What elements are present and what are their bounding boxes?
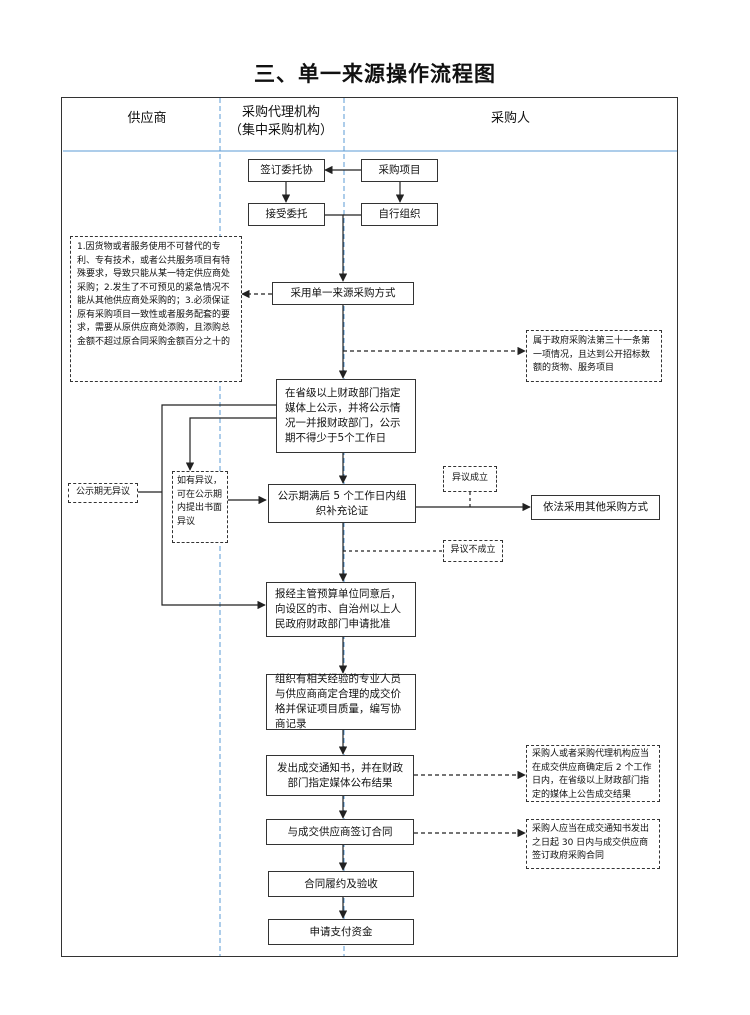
step-apply-payment: 申请支付资金 <box>268 919 414 945</box>
step-publicize: 在省级以上财政部门指定媒体上公示，并将公示情况一并报财政部门，公示期不得少于5个… <box>276 379 416 453</box>
arrow-accept-to-adopt <box>325 214 348 282</box>
step-issue-notice: 发出成交通知书，并在财政部门指定媒体公布结果 <box>266 755 414 796</box>
step-negotiate: 组织有相关经验的专业人员与供应商商定合理的成交价格并保证项目质量，编写协商记录 <box>266 673 416 730</box>
step-sign-contract: 与成交供应商签订合同 <box>266 819 414 845</box>
flowchart-frame <box>61 97 678 957</box>
note-contract-within-30: 采购人应当在成交通知书发出之日起 30 日内与成交供应商签订政府采购合同 <box>526 819 660 869</box>
page-title: 三、单一来源操作流程图 <box>254 61 496 86</box>
lane-title-purchaser: 采购人 <box>490 111 530 126</box>
note-objection-rejected: 异议不成立 <box>443 540 503 562</box>
lane-title-supplier: 供应商 <box>127 111 167 126</box>
note-article31: 属于政府采购法第三十一条第一项情况，且达到公开招标数额的货物、服务项目 <box>526 330 662 382</box>
note-confirm-within-2: 采购人或者采购代理机构应当在成交供应商确定后 2 个工作日内，在省级以上财政部门… <box>526 745 660 802</box>
arrow-no-objection-loop <box>161 404 276 610</box>
step-accept-entrust: 接受委托 <box>248 203 325 226</box>
step-perform-accept: 合同履约及验收 <box>268 871 414 897</box>
step-sign-entrust: 签订委托协 <box>248 159 325 182</box>
lane-title-agency-line1: 采购代理机构 <box>241 105 320 120</box>
lane-title-agency-line2: （集中采购机构） <box>228 123 333 138</box>
note-objection-upheld: 异议成立 <box>443 466 497 492</box>
note-has-objection: 如有异议，可在公示期内提出书面异议 <box>172 471 228 543</box>
step-after-publicity: 公示期满后 5 个工作日内组织补充论证 <box>268 484 416 523</box>
step-self-organize: 自行组织 <box>361 203 438 226</box>
step-other-method: 依法采用其他采购方式 <box>531 495 660 520</box>
arrow-to-objection <box>185 417 276 471</box>
lane-title-agency: 采购代理机构 （集中采购机构） <box>216 104 346 140</box>
step-adopt-single-source: 采用单一来源采购方式 <box>272 282 414 305</box>
step-purchase-project: 采购项目 <box>361 159 438 182</box>
note-conditions: 1.因货物或者服务使用不可替代的专利、专有技术，或者公共服务项目有特殊要求，导致… <box>70 236 242 382</box>
note-no-objection: 公示期无异议 <box>68 483 138 503</box>
step-report-approval: 报经主管预算单位同意后，向设区的市、自治州以上人民政府财政部门申请批准 <box>266 582 416 637</box>
